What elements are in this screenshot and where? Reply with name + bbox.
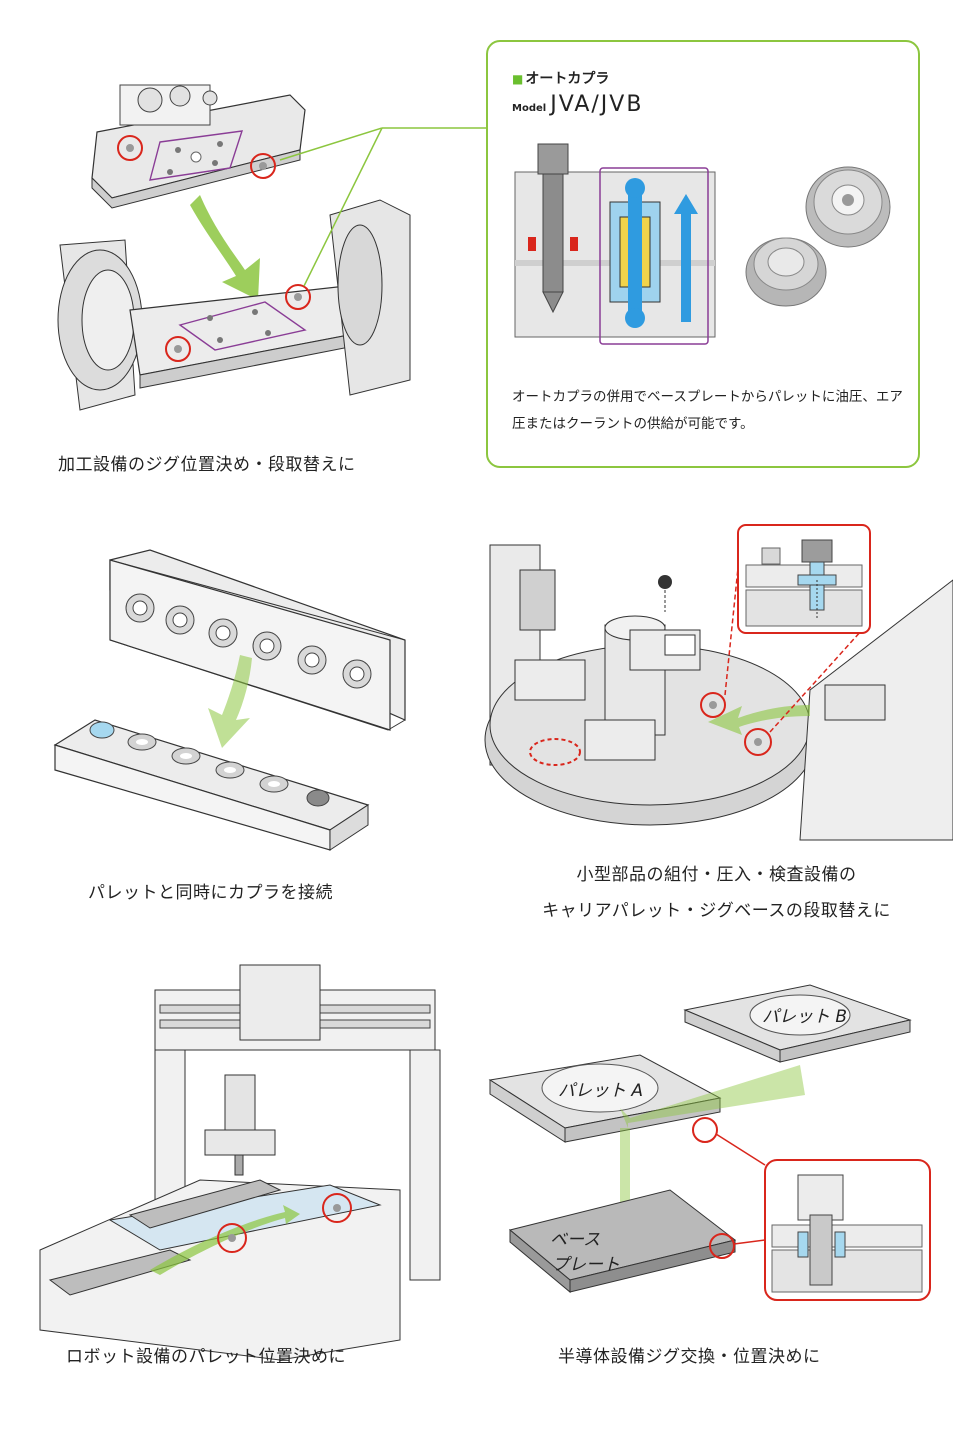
caption-assembly-line1: 小型部品の組付・圧入・検査設備の xyxy=(576,865,857,885)
lower-coupler-row xyxy=(89,721,330,807)
coupler-section-drawing xyxy=(514,143,891,345)
model-prefix: Model xyxy=(512,103,547,114)
coupler-section-inset xyxy=(764,1159,931,1301)
panel-assembly-station: 小型部品の組付・圧入・検査設備の キャリアパレット・ジグベースの段取替えに xyxy=(480,520,953,921)
trunnion-table xyxy=(57,199,411,411)
label-pallet-a: パレット A xyxy=(558,1081,644,1101)
label-base-plate-line2: プレート xyxy=(552,1255,620,1275)
pallet-change-arrow xyxy=(620,1065,805,1128)
coupler-detail-inset xyxy=(737,524,871,634)
transfer-arrow xyxy=(190,195,260,300)
rotary-table-illustration xyxy=(484,524,953,841)
machining-illustration xyxy=(57,84,486,411)
coupler-photo-small xyxy=(745,237,827,307)
upper-coupler-row xyxy=(125,593,372,689)
panel-semiconductor: パレット B パレット A ベース プレート 半導体設備ジグ交換・位置決めに xyxy=(480,950,953,1431)
caption-assembly-line2: キャリアパレット・ジグベースの段取替えに xyxy=(542,901,891,921)
panel-coupler-connection: パレットと同時にカプラを接続 xyxy=(0,520,480,920)
panel-robot-gantry: ロボット設備のパレット位置決めに xyxy=(0,950,480,1431)
semiconductor-illustration xyxy=(488,984,931,1301)
caption-semiconductor: 半導体設備ジグ交換・位置決めに xyxy=(558,1347,821,1367)
caption-coupler-connection: パレットと同時にカプラを接続 xyxy=(88,883,333,903)
square-bullet-icon: ■ xyxy=(512,72,524,86)
caption-robot: ロボット設備のパレット位置決めに xyxy=(66,1347,346,1367)
label-pallet-b: パレット B xyxy=(762,1007,848,1027)
coupler-connection-illustration xyxy=(53,549,406,851)
pallet-transfer-arrow xyxy=(150,1205,300,1275)
panel-machining-jig: 加工設備のジグ位置決め・段取替えに xyxy=(0,0,486,480)
gantry-robot-illustration xyxy=(39,964,441,1361)
upper-pallet xyxy=(91,84,306,209)
callout-title-text: オートカプラ xyxy=(525,71,610,87)
label-base-plate-line1: ベース xyxy=(550,1230,601,1250)
coupler-photo-large xyxy=(805,166,891,248)
model-name: JVA/JVB xyxy=(550,92,644,117)
rotation-arrow xyxy=(708,705,810,735)
callout-description: オートカプラの併用でベースプレートからパレットに油圧、エア圧またはクーラントの供… xyxy=(512,389,903,432)
caption-machining: 加工設備のジグ位置決め・段取替えに xyxy=(58,455,356,475)
down-arrow xyxy=(208,655,252,748)
callout-title: ■オートカプラ xyxy=(512,68,609,88)
